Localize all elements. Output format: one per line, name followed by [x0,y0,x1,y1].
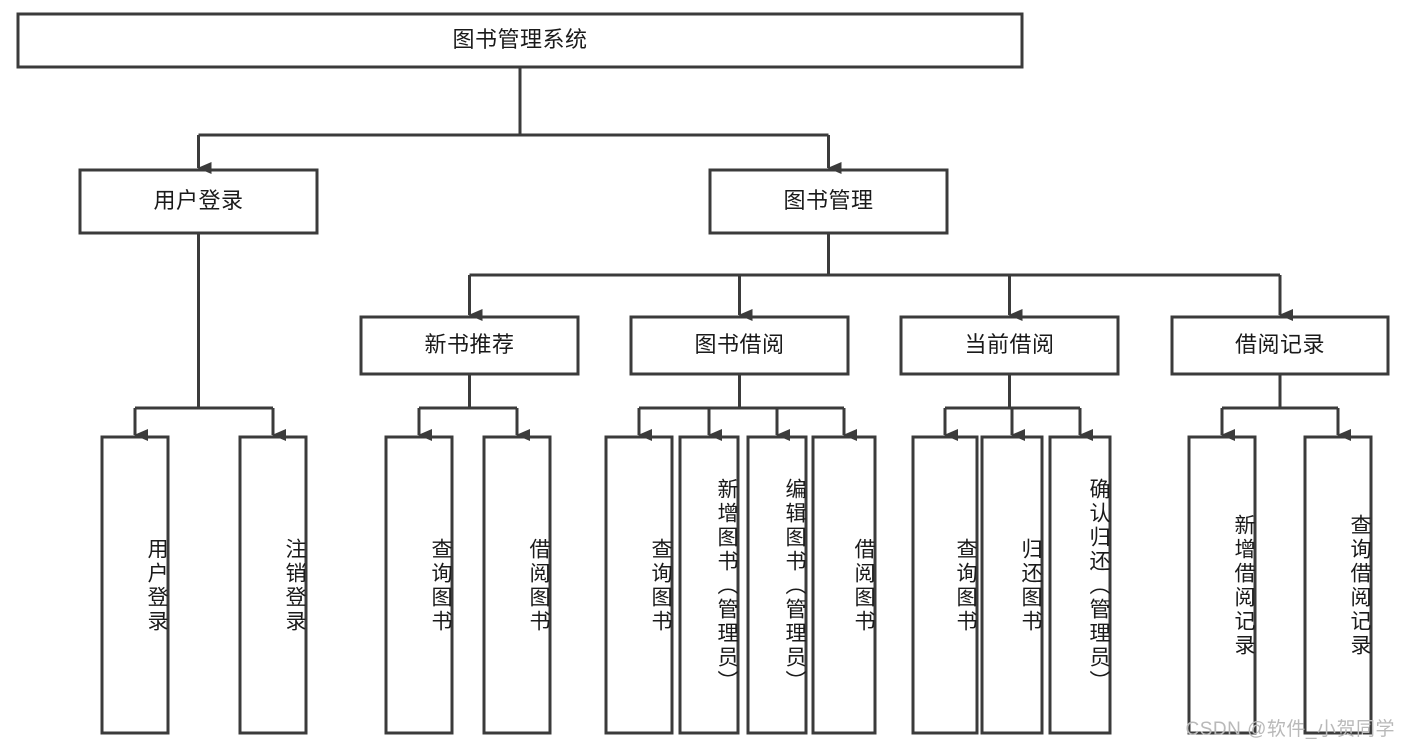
node-box-current-borrow[interactable] [899,315,1120,376]
node-box-leaf-borrow-book-1[interactable] [482,435,552,735]
node-box-leaf-borrow-book-2[interactable] [811,435,877,735]
node-box-leaf-query-book-1[interactable] [384,435,454,735]
node-box-leaf-add-record[interactable] [1187,435,1257,735]
node-box-leaf-query-book-3[interactable] [911,435,979,735]
node-box-leaf-return-book[interactable] [980,435,1044,735]
node-box-new-book-recommend[interactable] [359,315,580,376]
node-box-leaf-add-book[interactable] [678,435,740,735]
node-box-leaf-confirm-return[interactable] [1048,435,1112,735]
node-box-user-login[interactable] [78,168,319,235]
node-box-book-manage[interactable] [708,168,949,235]
node-box-leaf-user-login[interactable] [100,435,170,735]
node-boxes [16,12,1390,735]
node-box-leaf-edit-book[interactable] [746,435,808,735]
tree-edges [133,67,1351,441]
node-box-borrow-record[interactable] [1170,315,1390,376]
node-box-leaf-query-book-2[interactable] [604,435,674,735]
node-box-root[interactable] [16,12,1024,69]
node-box-leaf-user-logout[interactable] [238,435,308,735]
node-box-book-borrow[interactable] [629,315,850,376]
node-box-leaf-query-record[interactable] [1303,435,1373,735]
